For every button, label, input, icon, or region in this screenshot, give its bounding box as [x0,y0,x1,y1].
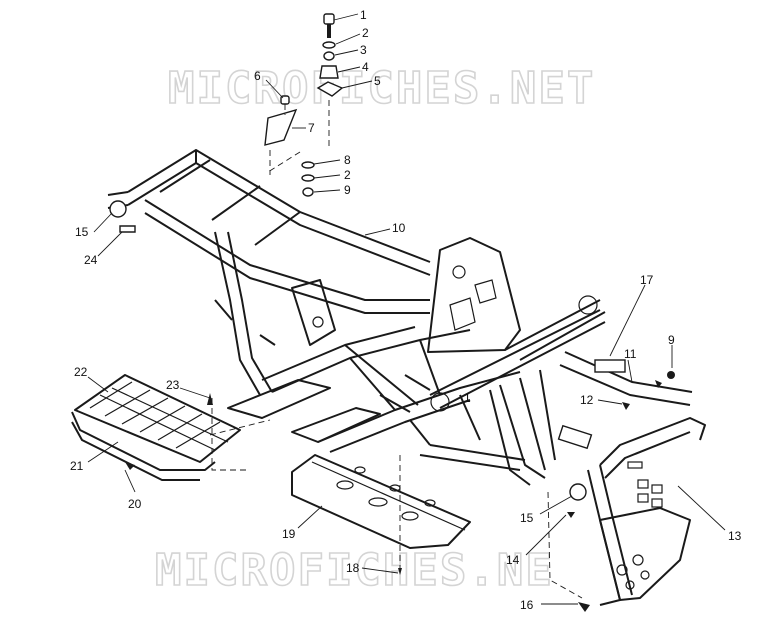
callout-10: 10 [392,221,406,235]
callout-13: 13 [728,529,742,543]
callout-1: 1 [360,8,367,22]
callout-18: 18 [346,561,360,575]
callout-9b: 9 [668,333,675,347]
callout-1b: 1 [464,391,471,405]
callout-16: 16 [520,598,534,612]
callout-15b: 15 [520,511,534,525]
callout-20: 20 [128,497,142,511]
callout-2: 2 [362,26,369,40]
footrest-assembly [71,374,271,481]
callout-4: 4 [362,60,369,74]
rear-bumper [547,371,706,612]
callout-labels: 1 2 3 4 5 6 7 8 2 9 10 15 24 17 9 11 1 1… [70,8,742,612]
skid-plate [291,454,471,575]
callout-3: 3 [360,43,367,57]
main-frame [107,149,693,486]
callout-8: 8 [344,153,351,167]
callout-21: 21 [70,459,84,473]
callout-6: 6 [254,69,261,83]
leader-lines [87,13,726,605]
callout-24: 24 [84,253,98,267]
watermark-bottom: MICROFICHES.NE [155,545,554,596]
callout-14: 14 [506,553,520,567]
mount-hardware-stack [264,13,344,197]
callout-11: 11 [624,347,637,361]
callout-19: 19 [282,527,296,541]
callout-15: 15 [75,225,89,239]
callout-9: 9 [344,183,351,197]
watermark-top: MICROFICHES.NET [168,63,595,114]
front-bushing [109,200,136,233]
callout-7: 7 [308,121,315,135]
callout-23: 23 [166,378,180,392]
callout-17: 17 [640,273,654,287]
callout-22: 22 [74,365,88,379]
callout-5: 5 [374,74,381,88]
callout-2b: 2 [344,168,351,182]
callout-12: 12 [580,393,594,407]
